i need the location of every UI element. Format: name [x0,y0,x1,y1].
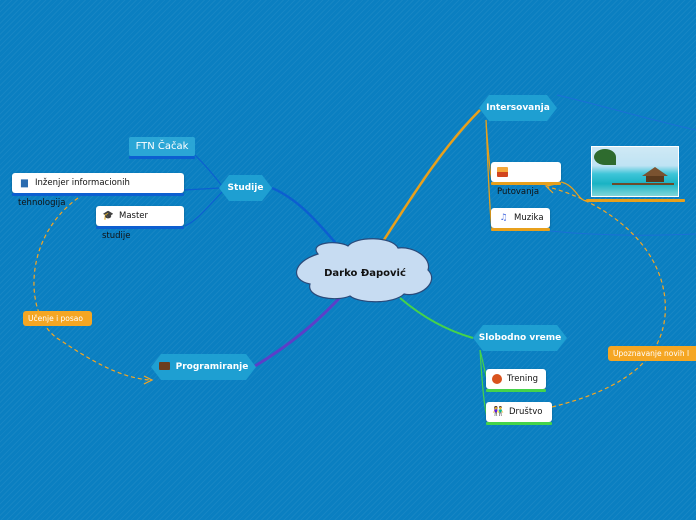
drustvo-underline [486,422,552,425]
link-intersovanja-offpage [556,94,696,131]
link-center-intersovanja [378,109,481,247]
bungalow-roof-icon [642,167,668,176]
branch-slobodno-vreme[interactable]: Slobodno vreme [473,325,567,351]
master-underline [96,226,184,229]
link-muzika-offpage [549,230,696,236]
computer-icon: ▆ [21,178,28,188]
programiranje-label: Programiranje [175,362,249,372]
trening-label: Trening [507,374,539,384]
palm-icon [594,149,616,165]
inzenjer-underline [12,193,184,196]
putovanja-label: Putovanja [497,187,540,197]
link-center-studije [271,186,341,249]
link-studije-inzenjer [183,187,221,191]
branch-intersovanja[interactable]: Intersovanja [479,95,557,121]
putovanja-underline [491,182,561,185]
relationship-ucenje-line [33,197,151,381]
relationship-upoznavanje-label[interactable]: Upoznavanje novih l [608,346,696,361]
bungalow-body-icon [646,176,664,182]
pier-icon [612,183,674,185]
ftn-underline [129,156,195,159]
graduation-cap-icon: 🎓 [102,211,115,221]
subtopic-muzika[interactable]: ♫ Muzika [491,208,550,228]
link-studije-master [184,191,223,227]
trening-underline [486,389,546,392]
basketball-icon [492,373,502,384]
branch-studije[interactable]: Studije [219,175,272,201]
beach-image [591,146,679,197]
link-center-slobodno [399,297,474,339]
central-cloud [295,238,433,303]
picture-icon [497,166,508,177]
subtopic-inzenjer[interactable]: ▆Inženjer informacionih tehnologija [12,173,184,208]
music-note-icon: ♫ [499,213,508,223]
inzenjer-label: Inženjer informacionih tehnologija [18,178,130,208]
central-topic[interactable]: Darko Đapović [324,268,406,279]
subtopic-trening[interactable]: Trening [486,369,546,389]
image-underline [586,199,685,202]
relationship-ucenje-arrow [143,375,154,385]
master-label: Master studije [102,211,149,241]
link-center-programiranje [254,291,347,368]
muzika-label: Muzika [514,213,544,223]
relationship-ucenje-label[interactable]: Učenje i posao [23,311,92,326]
drustvo-label: Društvo [509,407,543,417]
subtopic-drustvo[interactable]: 👫 Društvo [486,402,552,422]
briefcase-icon [159,362,170,370]
muzika-underline [491,228,550,231]
relationship-upoznavanje-line [547,186,666,408]
link-putovanja-image [560,181,587,202]
people-icon: 👫 [492,407,505,417]
subtopic-ftn-cacak[interactable]: FTN Čačak [129,137,195,156]
subtopic-master-studije[interactable]: 🎓Master studije [96,206,184,241]
subtopic-putovanja[interactable]: Putovanja [491,162,561,197]
link-studije-ftn [194,154,223,187]
branch-programiranje[interactable]: Programiranje [151,354,256,380]
